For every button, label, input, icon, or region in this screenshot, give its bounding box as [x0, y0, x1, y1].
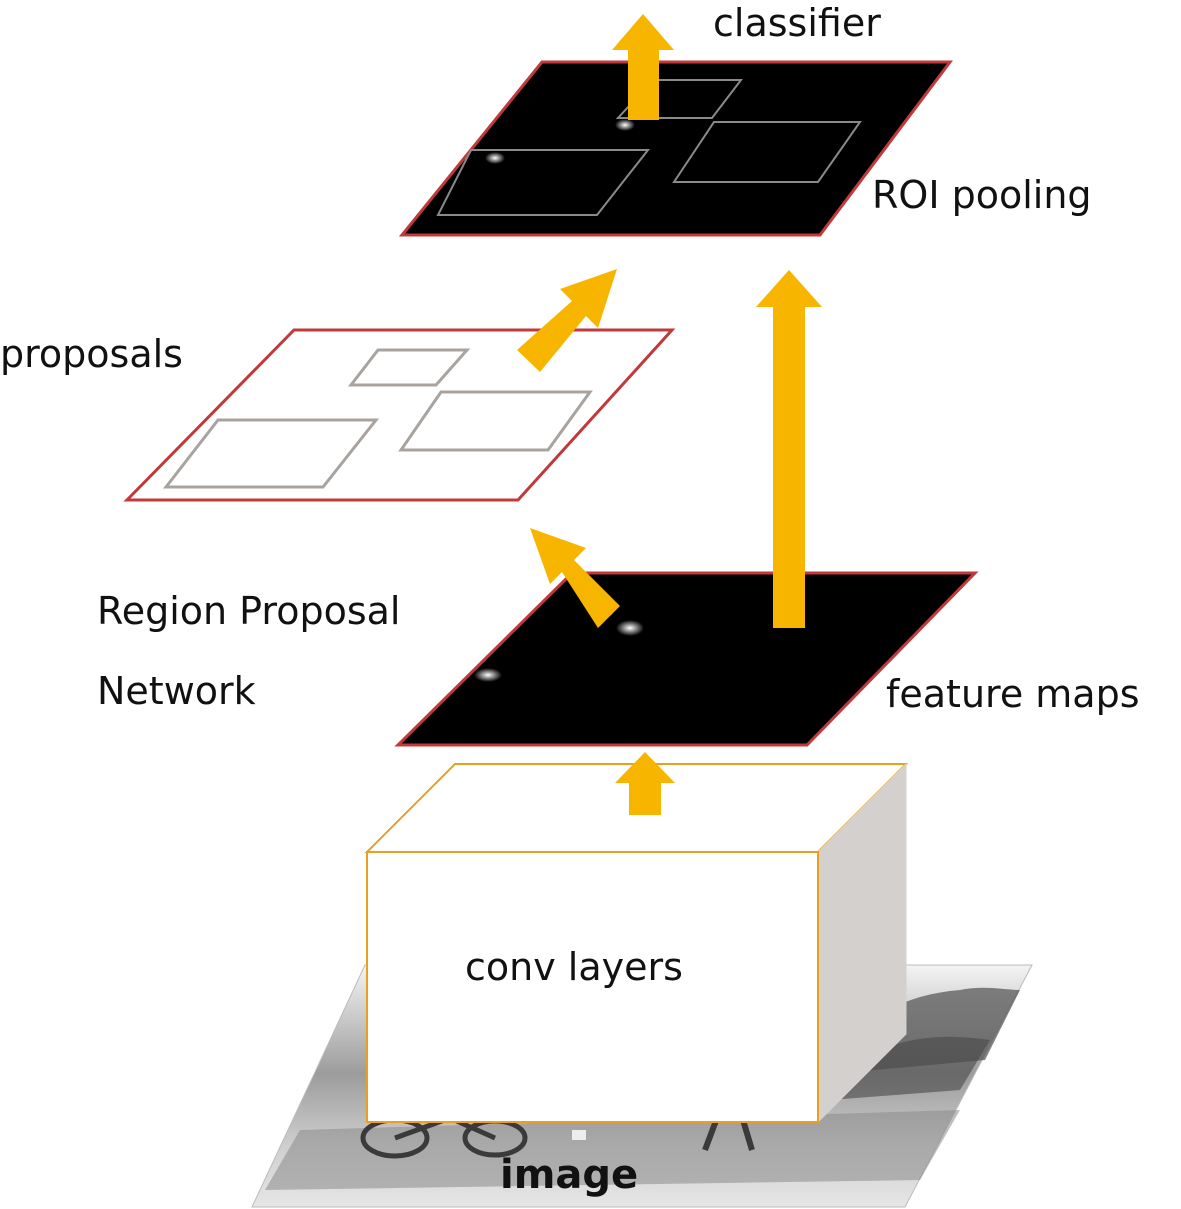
roi-pooling-plane	[398, 60, 954, 237]
proposal-box	[347, 348, 471, 387]
feature-maps-label: feature maps	[886, 672, 1140, 716]
proposals-plane	[123, 328, 676, 502]
arrow-conv-to-features	[615, 752, 675, 815]
rpn-label-line2: Network	[97, 669, 256, 713]
rpn-label-line1: Region Proposal	[97, 589, 400, 633]
feature-maps-plane	[394, 571, 979, 747]
classifier-label: classifier	[713, 1, 881, 45]
arrow-proposals-to-roi	[517, 269, 617, 372]
image-label: image	[500, 1152, 638, 1198]
arrows	[517, 14, 822, 815]
pooled-roi-box	[672, 121, 862, 183]
proposal-box	[398, 390, 593, 452]
arrow-roi-to-classifier	[612, 14, 674, 120]
conv-layers-box	[364, 762, 909, 1124]
arrow-features-to-roi	[756, 270, 822, 628]
proposal-box	[162, 418, 380, 489]
pooled-roi-box	[436, 149, 651, 216]
roi-pooling-label: ROI pooling	[872, 173, 1092, 217]
proposals-label: proposals	[0, 332, 183, 376]
arrow-rpn	[530, 528, 620, 628]
conv-layers-label: conv layers	[465, 945, 683, 989]
